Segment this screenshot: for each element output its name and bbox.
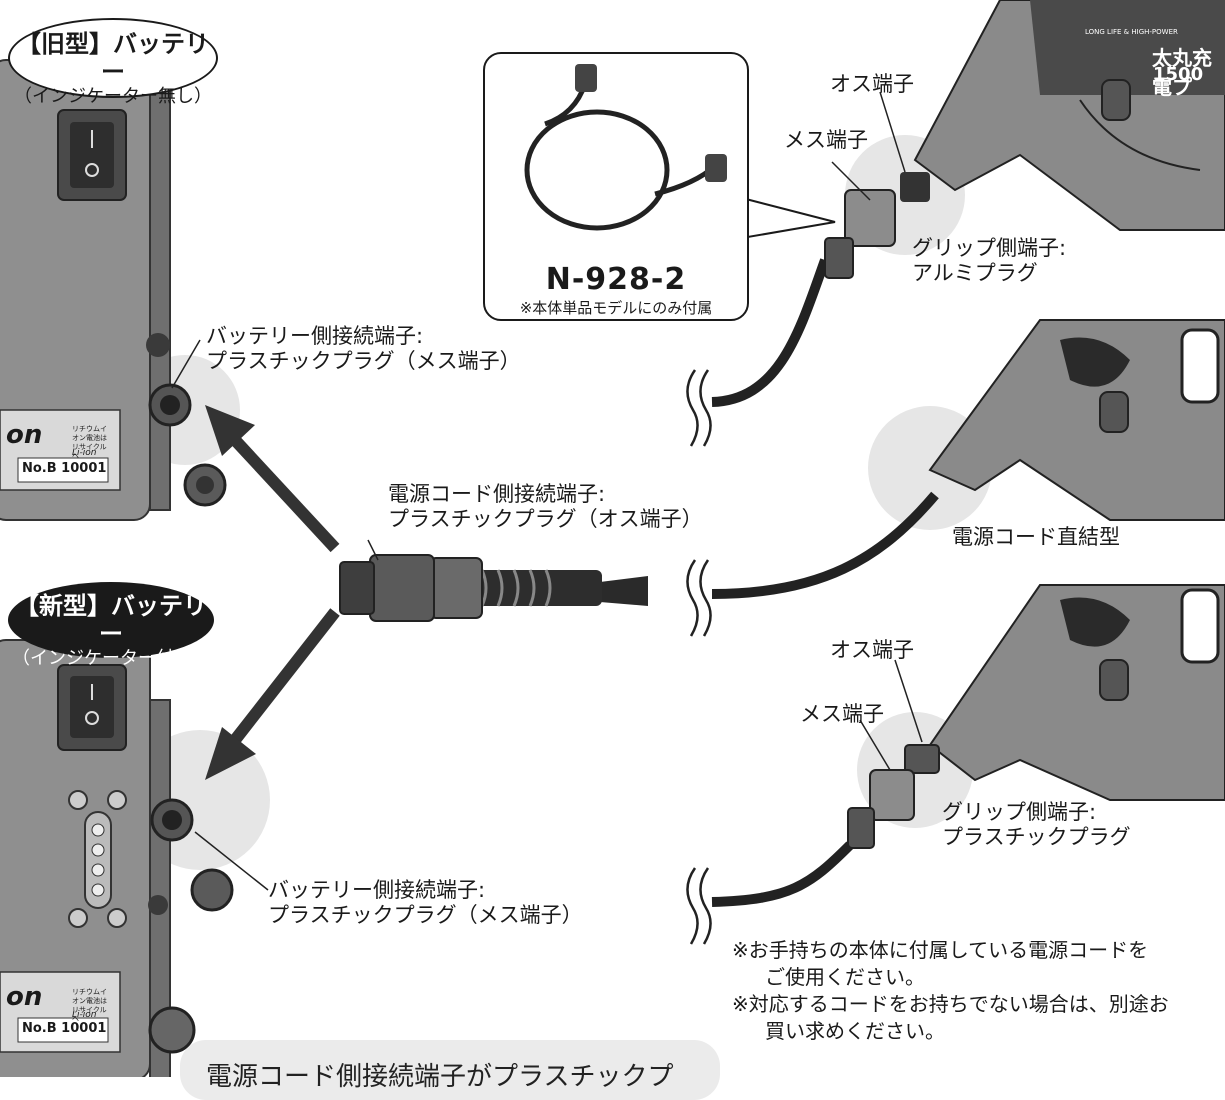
new-battery-title: 【新型】バッテリー [15,592,207,648]
drill-label-line1: LONG LIFE & HIGH-POWER [1085,28,1178,36]
new-battery-terminal-label-2: プラスチックプラグ（メス端子） [268,903,583,927]
old-battery-image [0,59,227,521]
cord-terminal-label-2: プラスチックプラグ（オス端子） [388,507,703,531]
bottom-grip-terminal-label-2: プラスチックプラグ [942,825,1131,849]
direct-cable [711,491,939,599]
new-battery-subtitle: （インジケーター付き） [12,648,210,669]
old-battery-badge: 【旧型】バッテリー （インジケーター無し） [8,18,218,107]
new-battery-recycle-text: リチウムイオン電池はリサイクルへ [72,988,107,1023]
old-battery-li-ion: Li-ion [72,448,97,458]
cord-model-note: ※本体単品モデルにのみ付属 [519,299,713,317]
new-battery-li-ion: Li-ion [72,1010,97,1020]
top-cable [711,258,830,407]
cord-coil-image [524,64,727,231]
top-male-terminal-label: オス端子 [830,72,914,96]
bottom-drill-image [847,584,1225,849]
old-battery-brand: on [6,420,43,450]
cord-model-number: N-928-2 [545,262,687,297]
note-line-4: 買い求めください。 [765,1019,945,1043]
old-battery-subtitle: （インジケーター無し） [14,86,212,107]
arrow-to-new-battery [205,608,340,780]
arrow-to-old-battery [205,405,340,553]
old-battery-terminal-label-1: バッテリー側接続端子: [206,324,424,348]
note-line-3: ※対応するコードをお持ちでない場合は、別途お [732,992,1169,1016]
middle-drill-image [928,319,1225,521]
new-battery-badge: 【新型】バッテリー （インジケーター付き） [8,582,214,669]
bottom-banner-text: 電源コード側接続端子がプラスチックプ [206,1062,674,1092]
drill-label-line2: 太丸充電プ [1152,46,1212,99]
new-battery-serial: No.B 10001 [22,1021,107,1036]
cord-callout: N-928-2 ※本体単品モデルにのみ付属 [483,52,749,321]
top-grip-terminal-label-1: グリップ側端子: [912,236,1067,260]
drill-label-line3: 1500 [1153,64,1204,85]
old-battery-serial: No.B 10001 [22,461,107,476]
cord-terminal-label-1: 電源コード側接続端子: [388,482,606,506]
note-line-2: ご使用ください。 [765,965,925,989]
bottom-male-terminal-label: オス端子 [830,638,914,662]
top-drill-image [824,0,1225,279]
old-battery-title: 【旧型】バッテリー [17,30,209,86]
top-female-terminal-label: メス端子 [784,128,868,152]
bottom-grip-terminal-label-1: グリップ側端子: [942,800,1097,824]
callout-tail [741,196,836,240]
top-grip-terminal-label-2: アルミプラグ [912,261,1038,285]
new-battery-terminal-label-1: バッテリー側接続端子: [268,878,486,902]
old-battery-terminal-label-2: プラスチックプラグ（メス端子） [206,349,521,373]
old-battery-recycle-text: リチウムイオン電池はリサイクルへ [72,425,107,460]
diagram-graphics [0,0,1225,1077]
new-battery-image [0,639,234,1077]
new-battery-brand: on [6,982,43,1012]
direct-cord-label: 電源コード直結型 [952,525,1120,549]
bottom-female-terminal-label: メス端子 [800,702,884,726]
bottom-cable [711,841,854,907]
break-symbols [686,369,712,945]
note-line-1: ※お手持ちの本体に付属している電源コードを [732,938,1149,962]
bottom-banner: 電源コード側接続端子がプラスチックプ [180,1040,720,1100]
leader-lines [171,91,923,891]
center-cord-plug [339,539,648,622]
